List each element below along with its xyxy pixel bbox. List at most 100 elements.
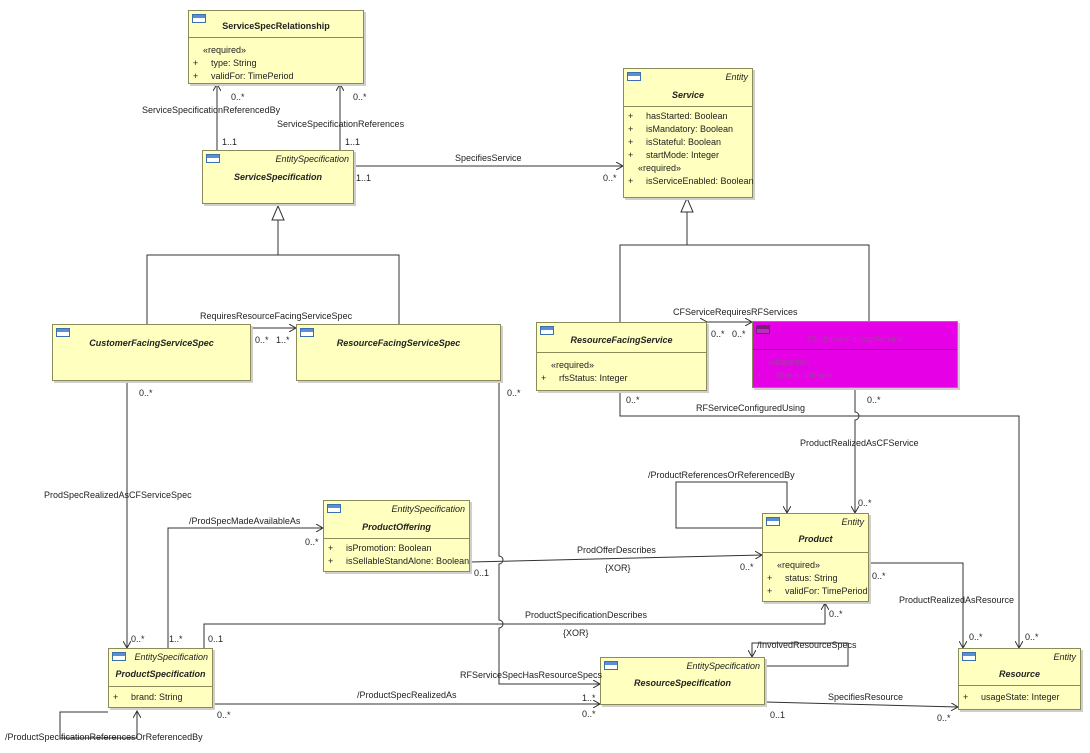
multiplicity: 0..* (582, 709, 596, 719)
multiplicity: 0..* (829, 609, 843, 619)
multiplicity: 0..* (969, 632, 983, 642)
label-product-realized-cfs: ProductRealizedAsCFService (800, 438, 919, 448)
class-stereotype: EntitySpecification (391, 504, 465, 514)
class-icon (540, 326, 554, 335)
class-customer-facing-service-spec[interactable]: CustomerFacingServiceSpec (52, 324, 251, 381)
generalization-lines-service (619, 244, 870, 322)
stereotype-required: «required» (551, 360, 595, 370)
label-requires-rfss: RequiresResourceFacingServiceSpec (200, 311, 353, 321)
label-prodspec-realized-cfss: ProdSpecRealizedAsCFServiceSpec (44, 490, 192, 500)
class-icon (56, 328, 70, 337)
generalization-lines-service-spec (146, 254, 400, 330)
stereotype-required: «required» (638, 163, 682, 173)
multiplicity: 0..* (231, 92, 245, 102)
label-rfss-has-resource-specs: RFServiceSpecHasResourceSpecs (460, 670, 603, 680)
assoc-product-realized-resource (869, 563, 963, 648)
class-icon (627, 72, 641, 81)
class-resource-facing-service[interactable]: ResourceFacingService «required» +rfsSta… (536, 322, 707, 391)
class-icon (604, 661, 618, 670)
class-name: ServiceSpecification (233, 172, 323, 182)
class-product[interactable]: Entity Product «required» +status: Strin… (762, 513, 869, 602)
assoc-prodspec-made-available (168, 528, 323, 648)
stereotype-required: «required» (767, 357, 811, 367)
multiplicity: 0..* (603, 173, 617, 183)
attribute-row: +status: String (767, 573, 838, 583)
label-product-spec-realized-as: /ProductSpecRealizedAs (357, 690, 457, 700)
label-cfs-requires-rfs: CFServiceRequiresRFServices (673, 307, 798, 317)
class-stereotype: Entity (841, 517, 864, 527)
class-resource-facing-service-spec[interactable]: ResourceFacingServiceSpec (296, 324, 501, 381)
multiplicity: 0..* (131, 634, 145, 644)
attribute-row: +hasStarted: Boolean (628, 111, 728, 121)
attribute-row: +isStateful: Boolean (628, 137, 722, 147)
class-stereotype: Entity (1053, 652, 1076, 662)
attribute-row: +validFor: TimePeriod (193, 71, 294, 81)
multiplicity: 0..* (305, 537, 319, 547)
multiplicity: 1..* (276, 335, 290, 345)
class-name: Product (798, 534, 833, 544)
label-product-refs: /ProductReferencesOrReferencedBy (648, 470, 795, 480)
class-icon (962, 652, 976, 661)
multiplicity: 1..1 (345, 137, 361, 147)
multiplicity: 0..* (872, 571, 886, 581)
class-name: ResourceSpecification (633, 678, 732, 688)
class-service[interactable]: Entity Service +hasStarted: Boolean +isM… (623, 68, 754, 198)
class-service-spec-relationship[interactable]: ServiceSpecRelationship «required» +type… (188, 10, 364, 84)
multiplicity: 1..1 (356, 173, 372, 183)
class-name: ServiceSpecRelationship (222, 21, 330, 31)
attribute-row: +rfsStatus: Integer (541, 373, 628, 383)
multiplicity: 0..* (867, 395, 881, 405)
label-xor-2: {XOR} (563, 628, 589, 638)
attribute-row: +validFor: TimePeriod (767, 586, 868, 596)
label-involved-resource-specs: /InvolvedResourceSpecs (757, 640, 857, 650)
label-product-spec-describes: ProductSpecificationDescribes (525, 610, 648, 620)
multiplicity: 0..* (507, 388, 521, 398)
class-icon (192, 14, 206, 23)
assoc-prod-offer-describes (470, 555, 762, 562)
multiplicity: 0..* (740, 562, 754, 572)
assoc-involved-resource-specs (752, 642, 849, 667)
assoc-product-refs (675, 481, 787, 529)
multiplicity: 0..* (626, 395, 640, 405)
class-stereotype: EntitySpecification (686, 661, 760, 671)
class-service-specification[interactable]: EntitySpecification ServiceSpecification (202, 150, 354, 204)
class-name: CustomerFacingService (806, 334, 904, 344)
class-name: ResourceFacingService (570, 335, 673, 345)
generalization-arrow-service-spec (271, 204, 285, 221)
multiplicity: 0..* (937, 713, 951, 723)
generalization-arrow-service (680, 196, 694, 213)
class-icon (300, 328, 314, 337)
label-ssr-references: ServiceSpecificationReferences (277, 119, 405, 129)
multiplicity: 0..* (711, 329, 725, 339)
class-product-specification[interactable]: EntitySpecification ProductSpecification… (108, 648, 213, 708)
class-icon (766, 517, 780, 526)
attribute-row: +isSellableStandAlone: Boolean (328, 556, 470, 566)
multiplicity: 0..1 (208, 634, 224, 644)
multiplicity: 0..1 (770, 710, 786, 720)
multiplicity: 1..* (582, 693, 596, 703)
attribute-row: +status: Integer (757, 370, 833, 380)
label-ssr-referenced-by: ServiceSpecificationReferencedBy (142, 105, 281, 115)
class-icon (756, 325, 770, 334)
label-prodspec-made-available: /ProdSpecMadeAvailableAs (189, 516, 301, 526)
multiplicity: 0..* (353, 92, 367, 102)
class-name: Resource (998, 669, 1041, 679)
class-icon (206, 154, 220, 163)
class-name: Service (671, 90, 705, 100)
multiplicity: 0..* (858, 498, 872, 508)
class-name: ResourceFacingServiceSpec (336, 338, 461, 348)
class-stereotype: EntitySpecification (134, 652, 208, 662)
label-product-realized-resource: ProductRealizedAsResource (899, 595, 1015, 605)
label-prodspec-refs: /ProductSpecificationReferencesOrReferen… (5, 732, 203, 742)
assoc-product-spec-describes (204, 603, 825, 648)
multiplicity: 0..1 (474, 568, 490, 578)
class-icon (112, 652, 126, 661)
class-name: CustomerFacingServiceSpec (89, 338, 214, 348)
multiplicity: 1..1 (222, 137, 238, 147)
class-resource-specification[interactable]: EntitySpecification ResourceSpecificatio… (600, 657, 765, 705)
attribute-row: +type: String (193, 58, 257, 68)
class-resource[interactable]: Entity Resource +usageState: Integer (958, 648, 1081, 710)
class-customer-facing-service[interactable]: CustomerFacingService «required» +status… (752, 321, 958, 388)
class-product-offering[interactable]: EntitySpecification ProductOffering +isP… (323, 500, 470, 572)
